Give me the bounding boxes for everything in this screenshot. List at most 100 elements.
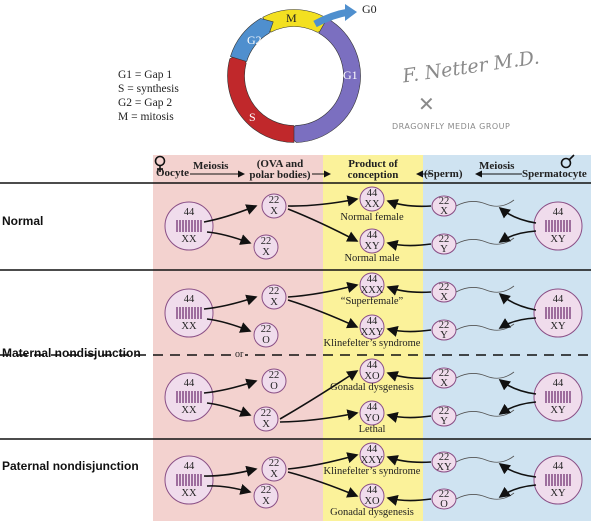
arrow-spermatocyte-to-sperm-a-3	[498, 379, 537, 395]
zygote-4	[359, 314, 385, 340]
spermatocyte-4-autosomes: 44	[552, 461, 564, 472]
ovum-3-sex-chromosomes: O	[270, 381, 278, 392]
oocyte-2-autosomes: 44	[183, 294, 195, 305]
oocyte-1-sex-chromosomes: XX	[181, 234, 197, 245]
polar-body-4	[253, 483, 279, 509]
zygote-4-sex-chromosomes: XXY	[360, 327, 384, 338]
ovum-4-autosomes: 22	[268, 458, 280, 469]
arrow-ovum-to-zygote-b-1	[287, 208, 359, 242]
header-spermatocyte: Spermatocyte	[522, 168, 587, 180]
sperm-7-tail	[455, 455, 515, 463]
zygote-1	[359, 186, 385, 212]
ovum-1	[261, 193, 287, 219]
polar-body-2-autosomes: 22	[260, 324, 272, 335]
zygote-7-sex-chromosomes: XXY	[360, 455, 384, 466]
arrow-ovum-to-zygote-a-2	[287, 281, 359, 298]
legend-g2: G2 = Gap 2	[118, 97, 173, 109]
sperm-6-autosomes: 22	[438, 406, 450, 417]
sperm-4-sex-chromosomes: Y	[440, 330, 448, 341]
sperm-1-tail	[455, 199, 515, 207]
arrow-oocyte-to-ovum-2	[203, 294, 258, 310]
header-product-line1: Product of	[348, 158, 398, 170]
sperm-1-autosomes: 22	[438, 196, 450, 207]
zygote-label-5: Gonadal dysgenesis	[330, 382, 414, 393]
zygote-5-autosomes: 44	[366, 360, 378, 371]
phase-label-g2: G2	[247, 33, 262, 47]
zygote-6	[359, 400, 385, 426]
spermatocyte-1-sex-chromosomes: XY	[550, 234, 566, 245]
row-label-maternal: Maternal nondisjunction	[2, 346, 141, 360]
g0-exit-arrowhead	[345, 4, 357, 21]
header-meiosis-right: Meiosis	[479, 160, 515, 172]
zygote-8	[359, 483, 385, 509]
arrow-ovum-to-zygote-b-4	[287, 471, 359, 498]
arrow-ovum-to-zygote-b-3	[279, 409, 359, 423]
spermatocyte-4-sex-chromosomes: XY	[550, 488, 566, 499]
legend-s: S = synthesis	[118, 83, 179, 95]
zygote-5	[359, 358, 385, 384]
zygote-2-sex-chromosomes: XY	[364, 241, 380, 252]
arrow-sperm-to-zygote-b-1	[386, 239, 432, 251]
header-ova-line1: (OVA and	[256, 158, 304, 170]
polar-body-4-sex-chromosomes: X	[262, 496, 270, 507]
arrow-spermatocyte-to-sperm-b-4	[498, 484, 537, 498]
phase-label-g0: G0	[362, 2, 377, 16]
polar-body-1	[253, 234, 279, 260]
header-meiosis-left: Meiosis	[193, 160, 229, 172]
row-label-paternal: Paternal nondisjunction	[2, 459, 139, 473]
ovum-1-autosomes: 22	[268, 195, 280, 206]
oocyte-4-sex-chromosomes: XX	[181, 488, 197, 499]
or-label: or	[233, 349, 246, 360]
arrow-spermatocyte-to-sperm-a-2	[498, 292, 537, 311]
zygote-8-sex-chromosomes: XO	[364, 496, 380, 507]
sperm-2-sex-chromosomes: Y	[440, 244, 448, 255]
sperm-8-autosomes: 22	[438, 489, 450, 500]
spermatocyte-2-autosomes: 44	[552, 294, 564, 305]
arrow-spermatocyte-to-sperm-b-2	[498, 317, 537, 329]
sperm-5-sex-chromosomes: X	[440, 378, 448, 389]
g1-phase-segment	[286, 17, 361, 143]
arrow-sperm-to-zygote-a-3	[386, 371, 432, 382]
polar-body-3	[253, 406, 279, 432]
phase-label-m: M	[286, 11, 297, 25]
zygote-3-sex-chromosomes: XXX	[360, 285, 384, 296]
ovum-1-sex-chromosomes: X	[270, 206, 278, 217]
arrow-sperm-to-zygote-b-2	[386, 325, 432, 337]
zygote-label-2: Normal male	[344, 253, 400, 264]
zygote-3	[359, 272, 385, 298]
zygote-4-autosomes: 44	[366, 316, 378, 327]
sperm-7-sex-chromosomes: XY	[436, 462, 452, 473]
arrow-spermatocyte-to-sperm-b-1	[498, 230, 537, 243]
arrow-sperm-to-zygote-b-3	[386, 411, 432, 423]
polar-body-4-autosomes: 22	[260, 485, 272, 496]
zygote-8-autosomes: 44	[366, 485, 378, 496]
arrow-ovum-to-zygote-a-1	[287, 195, 359, 207]
arrow-sperm-to-zygote-a-1	[386, 199, 432, 210]
sperm-5-autosomes: 22	[438, 368, 450, 379]
zygote-3-autosomes: 44	[366, 274, 378, 285]
oocyte-3-autosomes: 44	[183, 378, 195, 389]
arrow-oocyte-to-polar-2	[206, 318, 252, 333]
g2-phase-segment	[230, 18, 274, 62]
spermatocyte-3-autosomes: 44	[552, 378, 564, 389]
polar-body-1-autosomes: 22	[260, 236, 272, 247]
zygote-6-sex-chromosomes: YO	[364, 413, 380, 424]
header-product: Product of conception	[333, 159, 413, 181]
arrow-ovum-to-zygote-a-4	[287, 452, 359, 470]
arrow-oocyte-to-polar-1	[206, 231, 252, 245]
zygote-label-8: Gonadal dysgenesis	[330, 507, 414, 518]
phase-label-s: S	[249, 110, 256, 124]
header-ova: (OVA and polar bodies)	[246, 159, 314, 181]
zygote-6-autosomes: 44	[366, 402, 378, 413]
zygote-7-autosomes: 44	[366, 444, 378, 455]
arrow-oocyte-to-polar-4	[206, 484, 252, 495]
zygote-7	[359, 442, 385, 468]
header-oocyte: Oocyte	[156, 167, 189, 179]
header-product-line2: conception	[347, 169, 399, 181]
arrow-oocyte-to-ovum-4	[203, 465, 258, 477]
header-sperm: (Sperm)	[424, 168, 463, 180]
header-ova-line2: polar bodies)	[249, 169, 311, 181]
zygote-2	[359, 228, 385, 254]
